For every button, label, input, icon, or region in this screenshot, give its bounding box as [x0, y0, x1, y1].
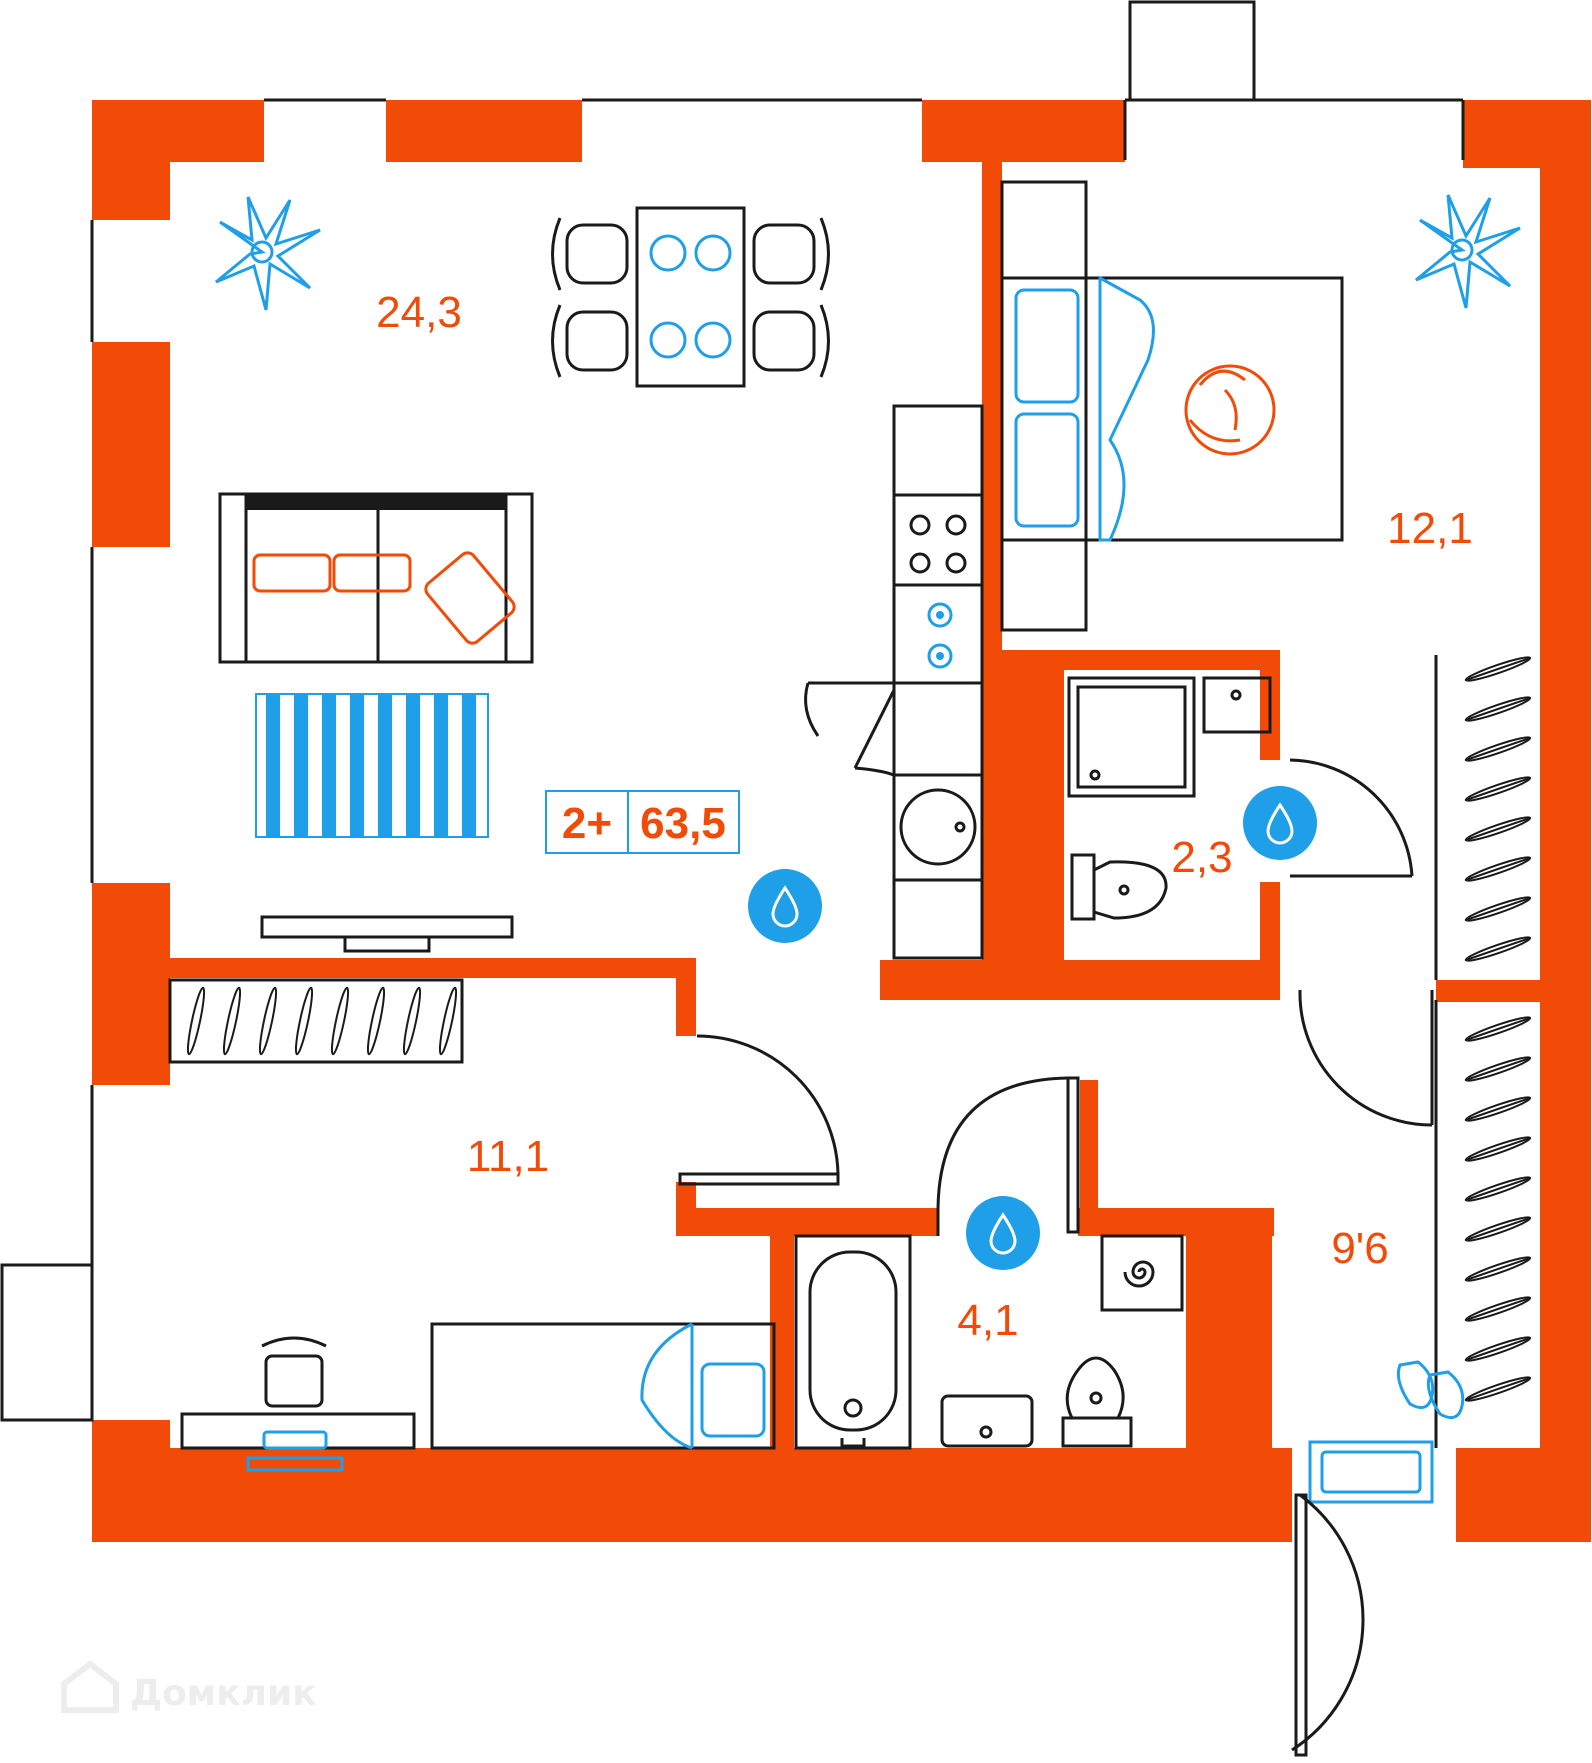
wc: 2,3: [1067, 676, 1414, 921]
sofa: [218, 492, 534, 664]
living-area-label: 24,3: [376, 288, 462, 337]
bathroom: 4,1: [794, 1076, 1184, 1450]
slippers-icon: [1396, 1360, 1465, 1420]
kitchen-counter: [804, 404, 984, 960]
striped-rug: [255, 693, 489, 838]
dining-table: [551, 206, 830, 388]
plant-icon: [1415, 194, 1521, 309]
watermark-text: Домклик: [130, 1673, 317, 1714]
washer-icon: [1123, 1260, 1155, 1288]
tv-stand: [260, 915, 514, 953]
cat-icon: [1184, 364, 1276, 456]
water-drop-icon: [966, 1196, 1040, 1270]
total-area: 63,5: [640, 799, 726, 848]
living-room: 2+ 63,5 24,3: [215, 196, 984, 960]
wc-area-label: 2,3: [1171, 833, 1232, 882]
watermark: Домклик: [61, 1660, 317, 1714]
water-drop-icon: [748, 869, 822, 943]
walls: [92, 100, 1591, 1542]
rooms-count: 2+: [562, 799, 612, 848]
closet-hangers-2: [186, 986, 458, 1056]
area-badge: 2+ 63,5: [545, 790, 740, 854]
bedroom2-area-label: 11,1: [467, 1132, 549, 1181]
hallway-area-label: 9'6: [1331, 1224, 1388, 1273]
closet-hangers: [1464, 656, 1532, 1402]
bedroom: 12,1: [1000, 180, 1521, 632]
hallway: 9'6: [1291, 655, 1532, 1757]
house-logo-icon: [61, 1660, 119, 1713]
plant-icon: [215, 196, 321, 311]
bedroom-area-label: 12,1: [1387, 504, 1473, 553]
bathroom-area-label: 4,1: [957, 1296, 1018, 1345]
bedroom-2: 11,1: [168, 978, 840, 1472]
outer-frames: [0, 0, 1465, 1422]
water-drop-icon: [1243, 786, 1317, 860]
